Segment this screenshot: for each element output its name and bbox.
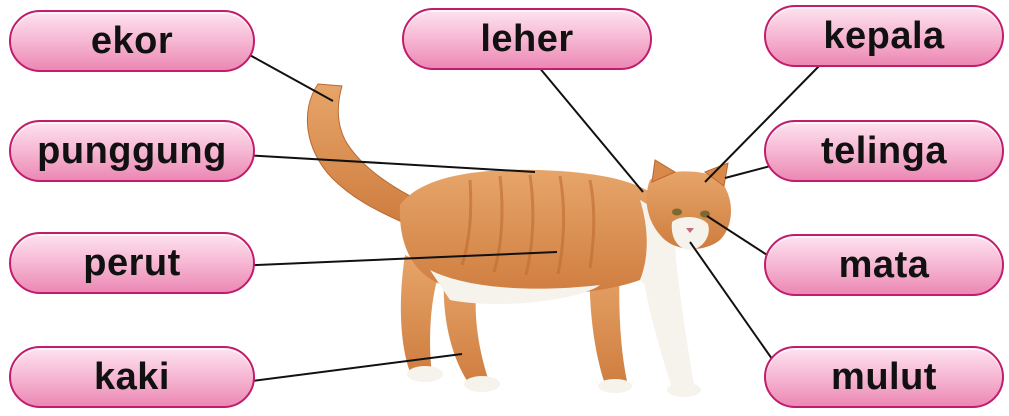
label-telinga: telinga — [764, 120, 1004, 182]
label-perut: perut — [9, 232, 255, 294]
label-punggung: punggung — [9, 120, 255, 182]
line-ekor — [237, 48, 333, 101]
label-kaki-text: kaki — [94, 356, 170, 399]
label-mulut: mulut — [764, 346, 1004, 408]
label-kepala-text: kepala — [823, 15, 944, 58]
label-kepala: kepala — [764, 5, 1004, 67]
label-kaki: kaki — [9, 346, 255, 408]
line-perut — [234, 252, 557, 266]
label-mata-text: mata — [839, 244, 930, 287]
label-ekor: ekor — [9, 10, 255, 72]
label-leher-text: leher — [480, 18, 573, 61]
line-punggung — [244, 155, 535, 172]
label-mulut-text: mulut — [831, 356, 937, 399]
line-kaki — [252, 354, 462, 381]
label-mata: mata — [764, 234, 1004, 296]
label-ekor-text: ekor — [91, 20, 173, 63]
label-punggung-text: punggung — [37, 130, 227, 173]
label-telinga-text: telinga — [821, 130, 947, 173]
label-leher: leher — [402, 8, 652, 70]
line-leher — [533, 60, 643, 192]
label-perut-text: perut — [83, 242, 181, 285]
